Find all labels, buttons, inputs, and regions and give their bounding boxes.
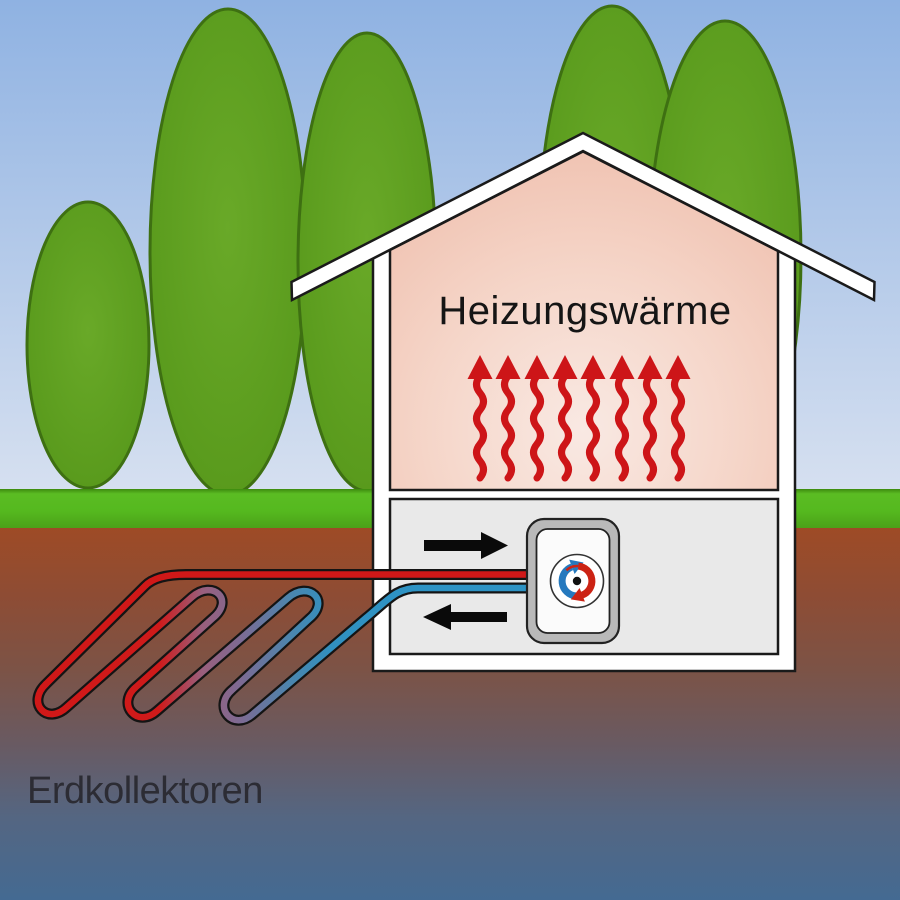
ground-collectors-label: Erdkollektoren bbox=[27, 770, 263, 812]
cycle-center-dot bbox=[572, 576, 582, 586]
flow-right-arrow bbox=[424, 532, 508, 559]
flow-left-arrow bbox=[423, 604, 507, 630]
collector-loop-pipe bbox=[34, 584, 549, 724]
cycle-red-tail bbox=[565, 564, 579, 572]
cycle-red-arrowhead bbox=[570, 588, 585, 602]
warm-supply-pipe bbox=[42, 571, 549, 688]
refrigerant-cycle-icon bbox=[549, 553, 605, 609]
heating-warmth-label: Heizungswärme bbox=[438, 289, 731, 333]
tree-left-tall bbox=[148, 7, 308, 497]
tree-left-small bbox=[25, 200, 151, 490]
ground-collector-pipe bbox=[32, 569, 551, 726]
house-roof bbox=[290, 131, 876, 303]
heat-pump-unit bbox=[525, 517, 621, 645]
cycle-red-arc bbox=[577, 562, 596, 599]
